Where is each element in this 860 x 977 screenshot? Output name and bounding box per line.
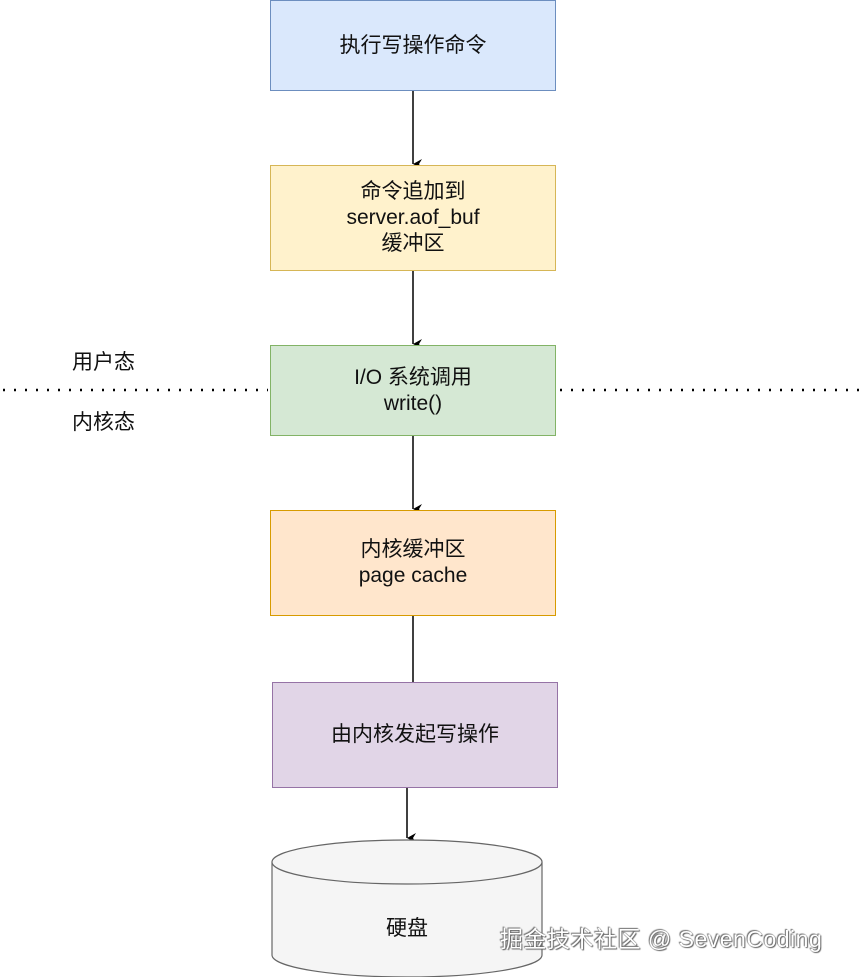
zone-kernel-mode-label: 内核态	[72, 411, 135, 434]
node-page-cache: 内核缓冲区 page cache	[270, 510, 556, 616]
zone-user-mode-label: 用户态	[72, 351, 135, 374]
node-io-syscall: I/O 系统调用 write()	[270, 345, 556, 436]
node-disk-label: 硬盘	[386, 917, 428, 940]
node-exec-write: 执行写操作命令	[270, 0, 556, 91]
node-kernel-write: 由内核发起写操作	[272, 682, 558, 788]
watermark: 掘金技术社区 @ SevenCoding	[500, 926, 823, 952]
disk-cylinder	[271, 839, 543, 977]
node-append-buf: 命令追加到 server.aof_buf 缓冲区	[270, 165, 556, 271]
